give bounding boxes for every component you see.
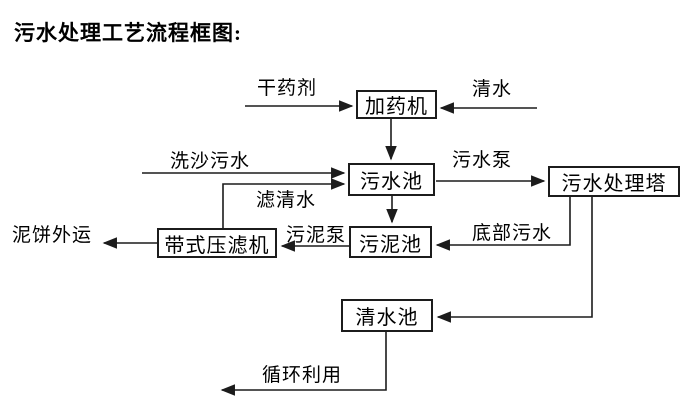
node-clean-water-pool: 清水池 (341, 299, 433, 332)
label-recycle-use: 循环利用 (262, 365, 343, 386)
label-sludge-pump: 污泥泵 (286, 225, 347, 246)
label-clean-water: 清水 (472, 79, 513, 100)
label-dry-agent: 干药剂 (257, 78, 318, 99)
node-sludge-pool: 污泥池 (349, 226, 432, 258)
label-filtered-water: 滤清水 (256, 190, 317, 211)
edge-filtered-water-to-sewage-pool (222, 178, 346, 228)
label-sewage-pump: 污水泵 (452, 150, 513, 171)
label-sand-washing-sewage: 洗沙污水 (170, 151, 251, 172)
label-bottom-sewage: 底部污水 (472, 223, 553, 244)
node-treatment-tower: 污水处理塔 (548, 166, 680, 197)
label-mud-cake-out: 泥饼外运 (12, 225, 93, 246)
diagram-title: 污水处理工艺流程框图: (14, 21, 242, 45)
node-sewage-pool: 污水池 (348, 163, 435, 196)
edge-clean-water-pool-to-recycle (220, 332, 387, 396)
edge-bottom-sewage-to-sludge-pool (435, 197, 571, 251)
edge-treatment-tower-to-clean-water-pool (436, 197, 593, 323)
node-dosing-machine: 加药机 (356, 90, 437, 119)
node-belt-filter-press: 带式压滤机 (157, 228, 277, 258)
